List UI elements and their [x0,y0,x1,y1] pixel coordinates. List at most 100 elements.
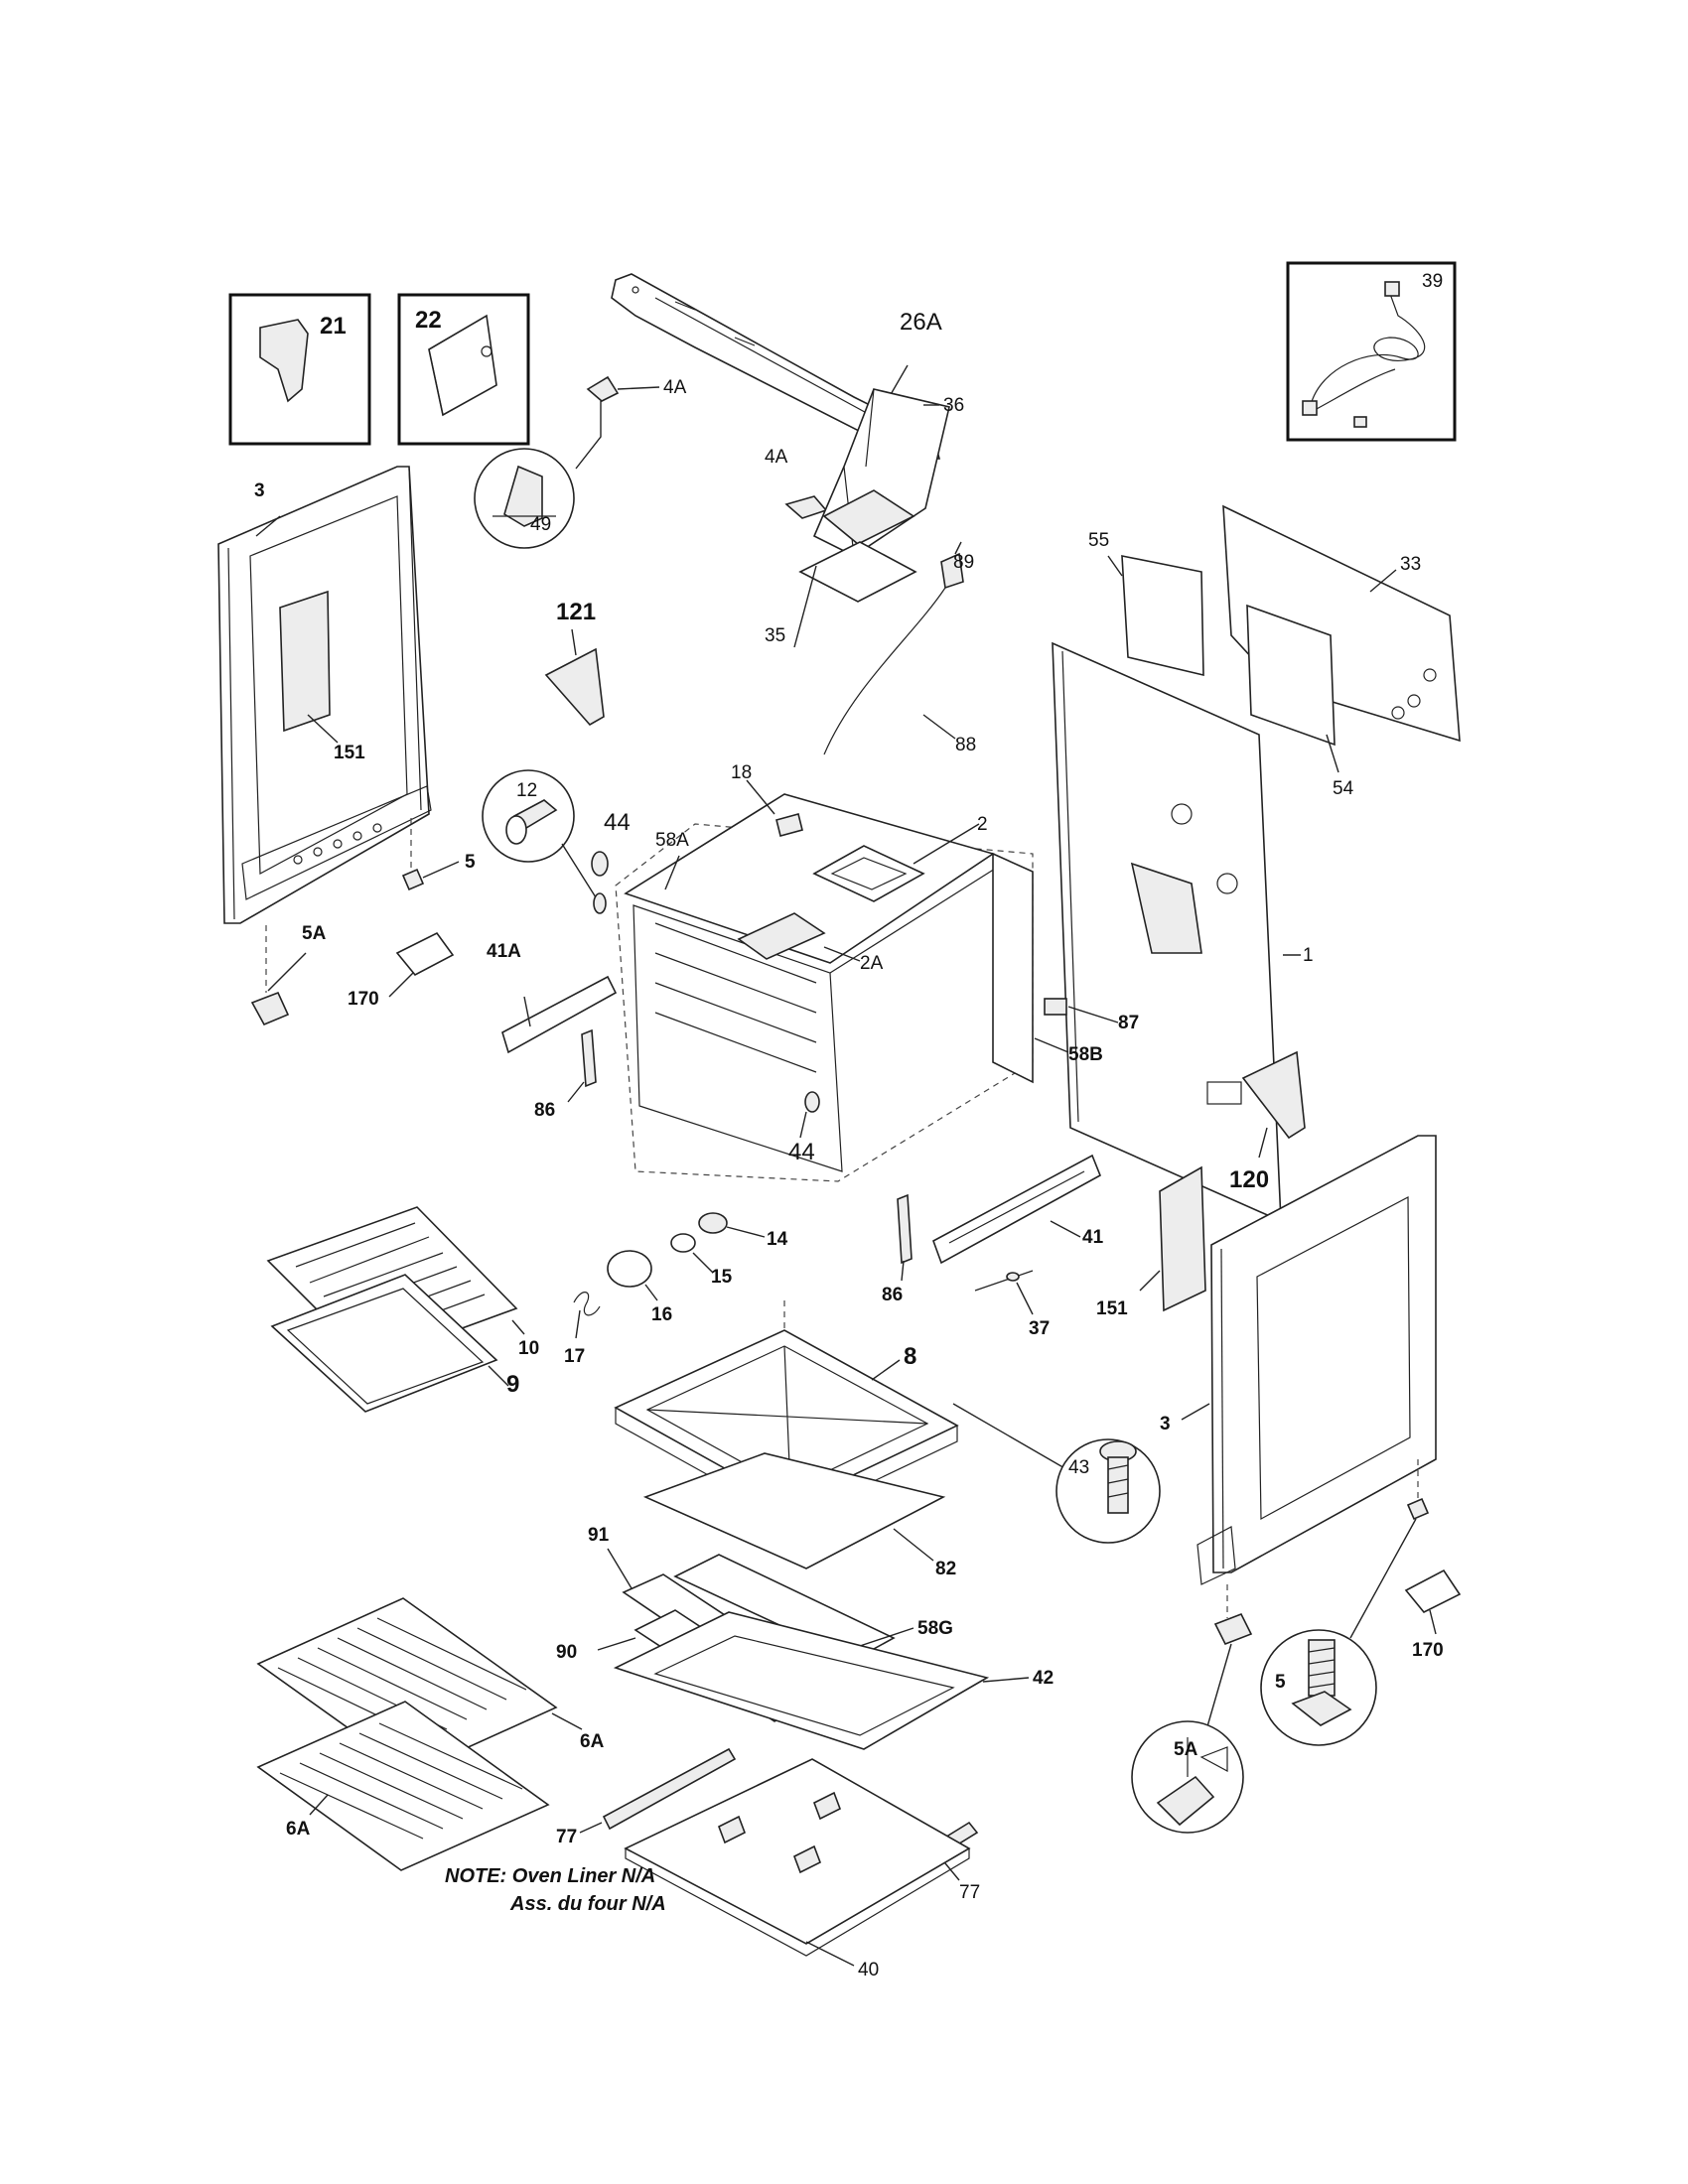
label-87: 87 [1118,1013,1139,1033]
label-58b: 58B [1068,1044,1103,1065]
label-33: 33 [1400,554,1421,575]
part-86-left-strip: 86 [534,1028,597,1121]
label-88: 88 [955,735,976,755]
label-86-left: 86 [534,1100,555,1121]
part-170-right-clip: 170 [1404,1569,1462,1661]
label-6a-upper: 6A [580,1731,605,1752]
part-6a-lower-rack: 6A [256,1701,550,1871]
label-1: 1 [1303,945,1314,966]
inset-21: 21 [228,293,371,446]
label-14: 14 [767,1229,788,1250]
label-2: 2 [977,814,988,835]
part-3-right-side-panel: 3 [1160,1135,1437,1585]
label-120: 120 [1229,1166,1269,1193]
label-82: 82 [935,1559,956,1579]
label-18: 18 [731,762,752,783]
label-49: 49 [530,514,551,535]
inset-22: 22 [397,293,530,446]
part-2a-gasket: 2A [737,912,884,974]
label-3-left: 3 [254,480,265,501]
label-5-left: 5 [465,852,476,873]
label-10: 10 [518,1338,539,1359]
part-86-right-strip: 86 [882,1193,913,1305]
label-44-middle: 44 [788,1139,815,1165]
label-21: 21 [320,313,347,340]
part-15-lamp-bulb: 15 [670,1233,733,1288]
part-41-rail-right: 41 [932,1154,1104,1265]
label-9: 9 [506,1371,519,1398]
part-37-sensor-probe: 37 [974,1270,1050,1339]
part-77-left-slide: 77 [556,1747,737,1847]
part-151-right-bracket: 151 [1096,1165,1206,1319]
part-6a-upper-rack: 6A [256,1597,605,1774]
part-16-lamp-lens: 16 [607,1250,672,1325]
part-44-middle-bulb: 44 [788,1091,820,1165]
label-77-right: 77 [959,1882,980,1903]
label-91: 91 [588,1525,610,1546]
label-26a: 26A [900,309,942,336]
label-6a-lower: 6A [286,1819,311,1840]
label-12: 12 [516,780,537,801]
note-line-1: NOTE: Oven Liner N/A [445,1865,655,1887]
label-22: 22 [415,307,442,334]
part-54-shield: 54 [1246,604,1354,799]
label-40: 40 [858,1960,879,1980]
zoom-43-bolt: 43 [952,1403,1161,1544]
part-170-left-clip: 170 [348,931,455,1010]
label-170-right: 170 [1412,1640,1444,1661]
label-55: 55 [1088,530,1109,551]
part-58a-oven-cavity: 58A [615,793,1034,1182]
part-87-terminal: 87 [1044,998,1139,1033]
part-2-vent-frame: 2 [812,814,988,902]
label-2a: 2A [860,953,884,974]
label-35: 35 [765,625,785,646]
label-58g: 58G [917,1618,953,1639]
part-55-bracket: 55 [1088,530,1204,677]
part-40-drawer-panel: 40 [624,1758,971,1980]
part-18-connector: 18 [731,762,803,837]
label-5-right: 5 [1275,1672,1286,1693]
part-5-left-leveler: 5 [401,818,476,891]
zoom-12-igniter: 12 [482,769,597,898]
zoom-49: 49 [474,448,575,549]
label-4a-middle: 4A [765,447,788,468]
label-86-right: 86 [882,1285,903,1305]
part-120-bracket: 120 [1229,1050,1306,1193]
label-43: 43 [1068,1457,1089,1478]
part-121-bracket: 121 [544,599,605,727]
inset-39-power-cord: 39 [1286,261,1457,442]
part-82-burner-baffle: 82 [642,1452,956,1579]
zoom-5a-right-bracket: 5A [1131,1584,1253,1834]
note-line-2: Ass. du four N/A [509,1893,666,1915]
label-3-right: 3 [1160,1414,1171,1434]
part-41a-rail-left: 41A [487,941,618,1054]
zoom-5-right-leveler: 5 [1260,1459,1430,1746]
label-42: 42 [1033,1668,1054,1689]
label-90: 90 [556,1642,577,1663]
label-16: 16 [651,1304,672,1325]
label-5a-right: 5A [1174,1739,1198,1760]
part-5a-left-bracket: 5A [250,923,327,1026]
label-41a: 41A [487,941,521,962]
part-151-left-bracket: 151 [279,590,365,763]
label-4a-upper: 4A [663,377,687,398]
label-77-left: 77 [556,1827,577,1847]
part-42-lower-tray: 42 [613,1611,1054,1750]
label-36: 36 [943,395,964,416]
label-41: 41 [1082,1227,1104,1248]
label-151-left: 151 [334,743,365,763]
label-5a-left: 5A [302,923,327,944]
label-17: 17 [564,1346,585,1367]
label-15: 15 [711,1267,733,1288]
part-4a-upper: 4A [575,375,687,470]
label-89: 89 [953,552,974,573]
part-36-vent-duct: 36 [812,388,964,557]
part-88-wire: 88 [823,587,976,755]
part-17-lamp-clip: 17 [564,1292,601,1367]
part-44-upper-bulb: 44 [591,809,631,914]
label-151-right: 151 [1096,1298,1128,1319]
label-39: 39 [1422,271,1443,292]
part-89-sensor: 89 [940,541,974,590]
part-9-broiler-pan: 9 [270,1274,519,1413]
part-4a-middle: 4A [765,447,828,519]
